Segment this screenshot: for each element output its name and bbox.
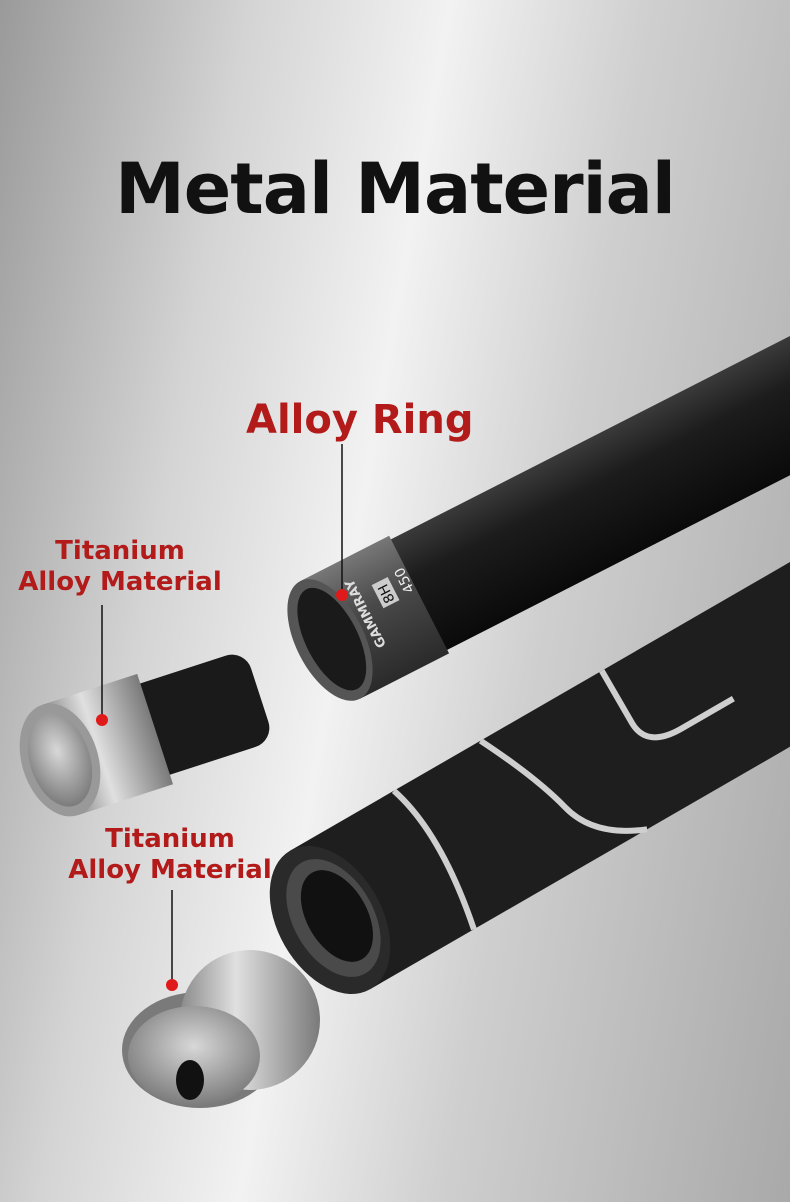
ring-grade: 8H — [375, 581, 398, 606]
page-title: Metal Material — [115, 148, 676, 230]
alloy-ring — [300, 535, 450, 699]
titanium-cap — [19, 654, 270, 817]
titanium-plug-label: Titanium Alloy Material — [60, 824, 280, 886]
titanium-cap-dot — [96, 714, 108, 726]
alloy-ring-dot — [336, 589, 348, 601]
grip-rod — [269, 540, 790, 994]
titanium-plug-label-line2: Alloy Material — [68, 855, 272, 886]
callout-markers — [96, 444, 348, 991]
titanium-cap-label-line1: Titanium — [55, 536, 185, 566]
titanium-cap-label: Titanium Alloy Material — [10, 536, 230, 598]
titanium-plug — [122, 950, 320, 1108]
alloy-ring-label: Alloy Ring — [246, 397, 474, 443]
carbon-rod: GAMMRAY 8H 450 — [287, 312, 790, 701]
titanium-plug-label-line1: Titanium — [105, 824, 235, 854]
titanium-plug-dot — [166, 979, 178, 991]
titanium-cap-label-line2: Alloy Material — [18, 567, 222, 598]
